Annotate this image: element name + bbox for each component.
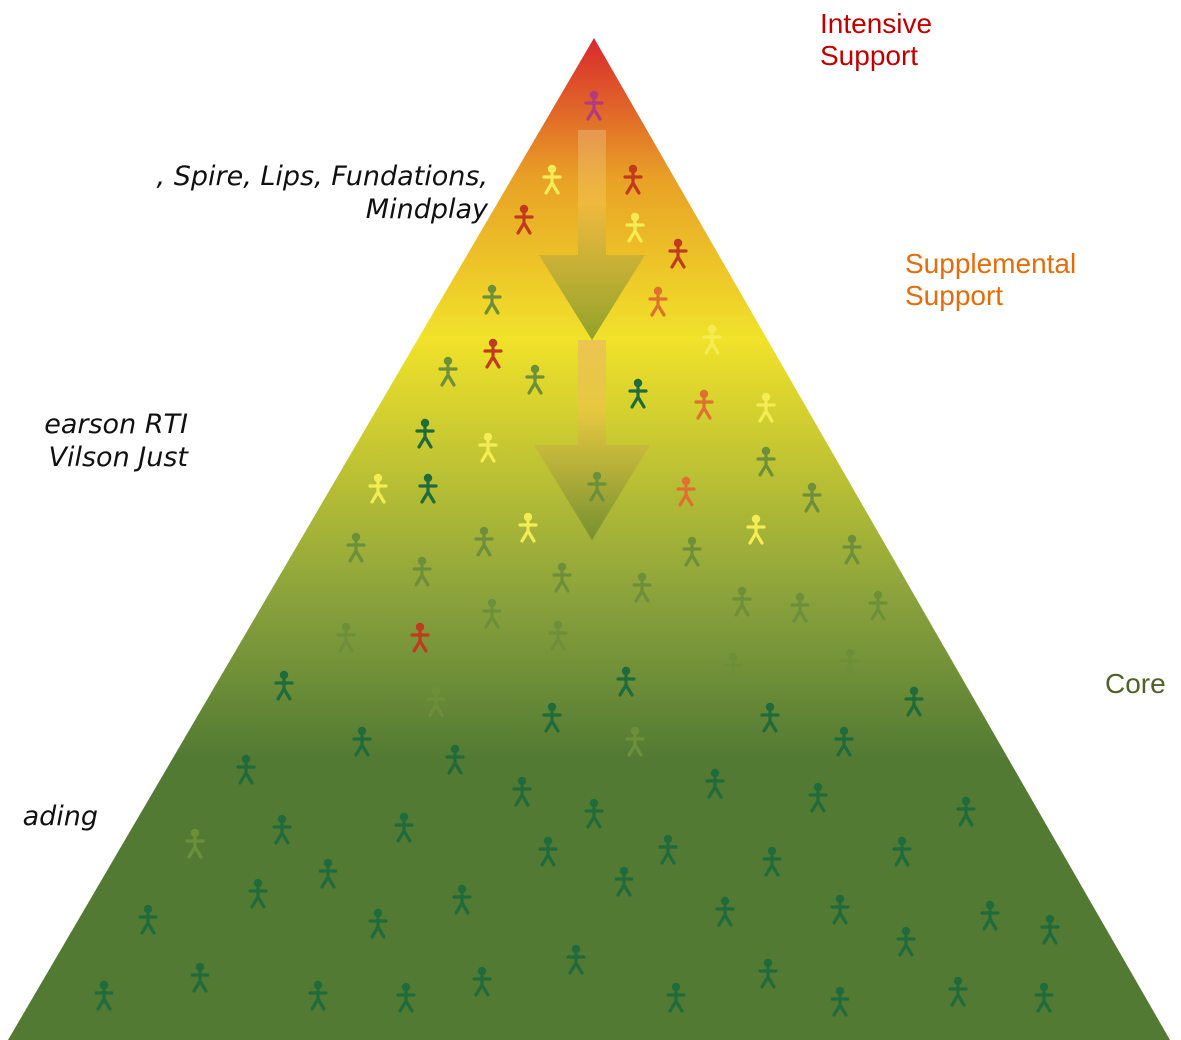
student-figure xyxy=(614,866,634,897)
student-figure xyxy=(368,473,388,504)
student-figure xyxy=(474,526,494,557)
student-figure xyxy=(762,846,782,877)
student-figure xyxy=(472,966,492,997)
student-figure xyxy=(412,556,432,587)
student-figure xyxy=(396,982,416,1013)
student-figure xyxy=(904,686,924,717)
student-figure xyxy=(346,532,366,563)
intensive-programs-text: , Spire, Lips, Fundations, Mindplay xyxy=(156,161,488,225)
student-figure xyxy=(694,389,714,420)
student-figures xyxy=(94,90,1060,1017)
student-figure xyxy=(426,686,446,717)
student-figure xyxy=(658,834,678,865)
core-label: Core xyxy=(1105,668,1166,699)
student-figure xyxy=(452,884,472,915)
student-figure xyxy=(410,622,430,653)
student-figure xyxy=(666,982,686,1013)
student-figure xyxy=(584,90,604,121)
student-figure xyxy=(1034,982,1054,1013)
student-figure xyxy=(538,836,558,867)
student-figure xyxy=(94,980,114,1011)
student-figure xyxy=(648,286,668,317)
student-figure xyxy=(616,666,636,697)
student-figure xyxy=(552,562,572,593)
student-figure xyxy=(948,976,968,1007)
student-figure xyxy=(830,894,850,925)
student-figure xyxy=(802,482,822,513)
student-figure xyxy=(834,726,854,757)
student-figure xyxy=(482,598,502,629)
student-figure xyxy=(830,986,850,1017)
student-figure xyxy=(668,238,688,269)
pyramid-shape xyxy=(8,38,1170,1040)
student-figure xyxy=(756,392,776,423)
student-figure xyxy=(445,744,465,775)
student-figure xyxy=(308,980,328,1011)
student-figure xyxy=(760,702,780,733)
student-figure xyxy=(248,878,268,909)
student-figure xyxy=(566,944,586,975)
student-figure xyxy=(518,512,538,543)
student-figure xyxy=(676,476,696,507)
student-figure xyxy=(415,418,435,449)
student-figure xyxy=(956,796,976,827)
student-figure xyxy=(478,432,498,463)
core-programs-text: ading xyxy=(22,801,98,832)
student-figure xyxy=(274,670,294,701)
student-figure xyxy=(628,378,648,409)
student-figure xyxy=(548,620,568,651)
student-figure xyxy=(418,473,438,504)
upper-arrow xyxy=(539,130,645,340)
student-figure xyxy=(732,586,752,617)
student-figure xyxy=(702,324,722,355)
student-figure xyxy=(840,648,860,679)
student-figure xyxy=(190,962,210,993)
student-figure xyxy=(542,702,562,733)
student-figure xyxy=(723,652,743,683)
student-figure xyxy=(896,926,916,957)
supplemental-support-label: Supplemental Support xyxy=(905,248,1077,311)
student-figure xyxy=(138,904,158,935)
student-figure xyxy=(682,536,702,567)
student-figure xyxy=(236,754,256,785)
student-figure xyxy=(1040,914,1060,945)
student-figure xyxy=(394,812,414,843)
student-figure xyxy=(790,592,810,623)
student-figure xyxy=(185,828,205,859)
student-figure xyxy=(758,958,778,989)
student-figure xyxy=(336,622,356,653)
student-figure xyxy=(352,726,372,757)
student-figure xyxy=(482,284,502,315)
student-figure xyxy=(272,814,292,845)
student-figure xyxy=(632,572,652,603)
supplemental-programs-text: earson RTI Vilson Just xyxy=(44,409,188,473)
student-figure xyxy=(587,471,607,502)
student-figure xyxy=(514,204,534,235)
intensive-support-label: Intensive Support xyxy=(820,8,933,71)
student-figure xyxy=(892,836,912,867)
student-figure xyxy=(438,356,458,387)
student-figure xyxy=(746,514,766,545)
student-figure xyxy=(868,590,888,621)
student-figure xyxy=(842,534,862,565)
student-figure xyxy=(756,446,776,477)
student-figure xyxy=(980,900,1000,931)
student-figure xyxy=(318,858,338,889)
student-figure xyxy=(483,338,503,369)
student-figure xyxy=(705,768,725,799)
student-figure xyxy=(525,364,545,395)
student-figure xyxy=(512,776,532,807)
student-figure xyxy=(368,908,388,939)
lower-arrow xyxy=(534,340,650,540)
student-figure xyxy=(808,782,828,813)
student-figure xyxy=(623,164,643,195)
student-figure xyxy=(542,164,562,195)
student-figure xyxy=(584,798,604,829)
student-figure xyxy=(625,726,645,757)
student-figure xyxy=(715,896,735,927)
downward-arrows xyxy=(534,130,650,540)
student-figure xyxy=(625,212,645,243)
